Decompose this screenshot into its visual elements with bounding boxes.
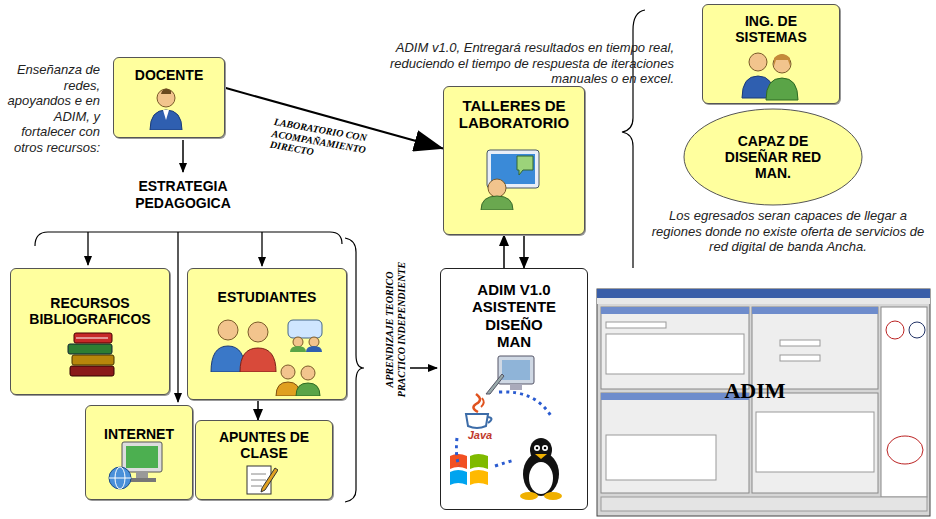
node-label: DOCENTE (119, 67, 219, 83)
group-bracket (35, 232, 342, 246)
computer-icon (484, 354, 540, 396)
node-label: CAPAZ DE DISEÑAR RED MAN. (718, 133, 828, 181)
students-icon (274, 362, 324, 396)
node-label: RECURSOS BIBLIOGRAFICOS (15, 295, 165, 327)
cycle-dots (455, 388, 565, 468)
flow-arrow (523, 235, 525, 268)
engineers-icon (738, 50, 802, 106)
lab-icon (477, 148, 547, 210)
outcome-ellipse: CAPAZ DE DISEÑAR RED MAN. (683, 108, 863, 206)
flow-arrow (503, 235, 505, 268)
flow-arrow (87, 232, 88, 265)
note-text: ADIM v1.0, Entregará resultados en tiemp… (362, 40, 674, 87)
node-label: ADIM V1.0 ASISTENTE DISEÑO MAN (468, 281, 560, 350)
notes-icon (244, 462, 278, 496)
flow-arrow (177, 232, 178, 402)
note-text: Enseñanza de redes, apoyandos e en ADIM,… (4, 62, 100, 156)
node-label: INTERNET (91, 426, 187, 442)
group-bracket (345, 238, 364, 502)
node-label: APUNTES DE CLASE (208, 429, 320, 461)
internet-icon (108, 440, 166, 492)
linux-logo (516, 436, 566, 500)
flow-arrow (261, 232, 262, 266)
note-text: ESTRATEGIA PEDAGOGICA (112, 178, 254, 212)
logo-caption: Java (460, 429, 500, 441)
node-label: TALLERES DE LABORATORIO (449, 97, 579, 132)
flow-arrow (182, 140, 184, 172)
flow-arrow (410, 367, 437, 369)
windows-logo (448, 448, 490, 492)
flow-arrow (257, 400, 259, 420)
chat-icon (286, 318, 326, 352)
teacher-icon (148, 86, 184, 130)
students-icon (210, 318, 280, 372)
note-text: APRENDIZAJE TEORICO PRACTICO INDEPENDIEN… (384, 250, 407, 410)
node-label: ESTUDIANTES (192, 289, 342, 305)
note-text: Los egresados seran capaces de llegar a … (643, 208, 933, 255)
books-icon (66, 328, 118, 378)
edge-label: LABORATORIO CON ACOMPAÑAMIENTO DIRECTO (269, 116, 393, 171)
watermark-title: ADIM (700, 378, 810, 404)
node-label: ING. DE SISTEMAS (726, 13, 816, 45)
app-screenshot (597, 289, 930, 516)
java-logo (458, 392, 498, 430)
